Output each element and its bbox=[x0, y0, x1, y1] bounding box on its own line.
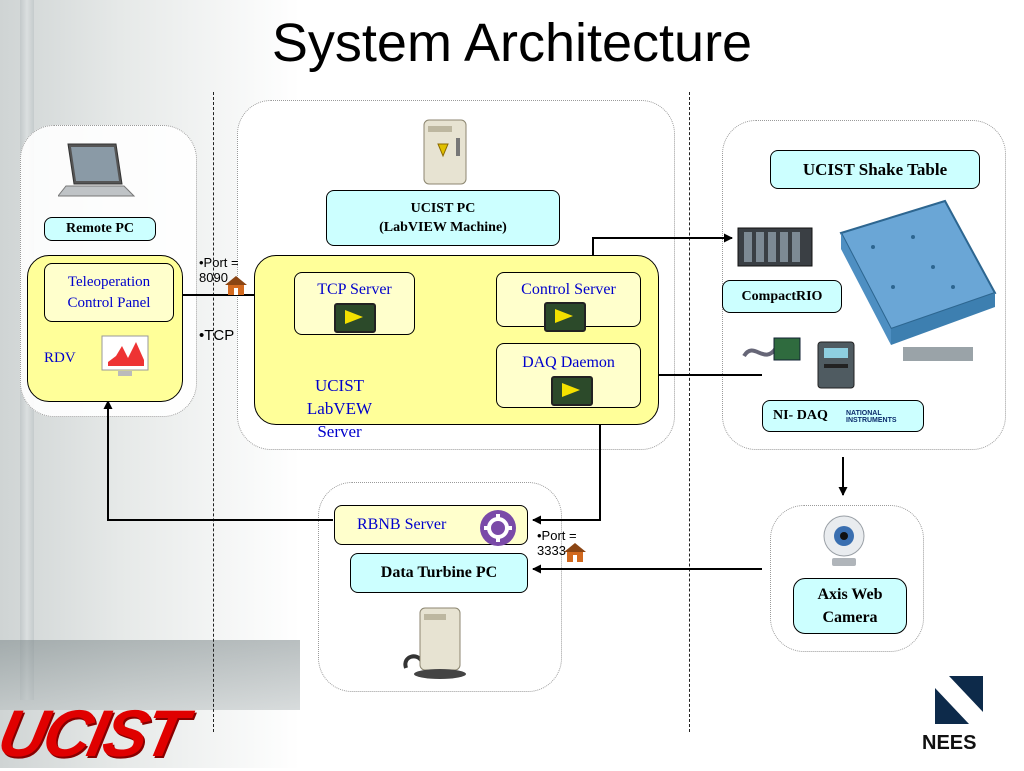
data-turbine-pc-label: Data Turbine PC bbox=[350, 553, 528, 593]
labview-vi-icon bbox=[544, 302, 586, 332]
port-3333-label: •Port = 3333 bbox=[537, 528, 577, 558]
link-daemon-rbnb bbox=[532, 408, 601, 525]
rbnb-server-label: RBNB Server bbox=[357, 516, 447, 533]
labview-vi-icon bbox=[334, 303, 376, 333]
nees-logo-n bbox=[935, 676, 983, 724]
divider-right bbox=[689, 92, 690, 732]
compactrio-label: CompactRIO bbox=[722, 280, 842, 313]
port-8090-label: •Port = 8090 bbox=[199, 255, 239, 285]
web-camera-icon bbox=[823, 515, 865, 566]
camera-line-2: Camera bbox=[822, 609, 878, 626]
national-instruments-logo: NATIONAL INSTRUMENTS bbox=[846, 410, 897, 424]
teleoperation-control-panel: Teleoperation Control Panel bbox=[44, 263, 174, 322]
panel-line-1: Teleoperation bbox=[67, 274, 151, 290]
labview-vi-icon bbox=[551, 376, 593, 406]
labview-server-line-2: Server bbox=[317, 422, 362, 441]
ucist-pc-line-1: UCIST PC bbox=[410, 201, 476, 216]
turbine-pc-icon bbox=[403, 607, 466, 679]
rdv-label: RDV bbox=[44, 350, 76, 366]
ni-logo-line-2: INSTRUMENTS bbox=[846, 417, 897, 424]
panel-line-2: Control Panel bbox=[67, 295, 151, 311]
compactrio-icon bbox=[737, 227, 813, 267]
page-title: System Architecture bbox=[271, 13, 753, 73]
daq-cable-icon bbox=[742, 337, 801, 361]
shake-table-label: UCIST Shake Table bbox=[770, 150, 980, 189]
ni-daq-text: NI- DAQ bbox=[773, 408, 828, 423]
rdv-monitor-icon bbox=[101, 335, 149, 376]
port-8090-line-1: •Port = bbox=[199, 255, 239, 270]
camera-line-1: Axis Web bbox=[817, 586, 883, 603]
ucist-pc-icon bbox=[423, 119, 467, 185]
nees-logo: NEES bbox=[922, 732, 977, 754]
tcp-protocol-label: •TCP bbox=[199, 327, 235, 344]
ni-logo-line-1: NATIONAL bbox=[846, 410, 882, 417]
port-8090-line-2: 8090 bbox=[199, 270, 228, 285]
daq-daemon-box[interactable]: DAQ Daemon bbox=[496, 343, 641, 408]
divider-left bbox=[213, 92, 214, 732]
gear-icon bbox=[480, 510, 516, 546]
labview-server-label: UCIST LabVEW Server bbox=[282, 374, 397, 443]
ucist-pc-label: UCIST PC (LabVIEW Machine) bbox=[326, 190, 560, 246]
shake-table-icon bbox=[839, 199, 997, 361]
house-icon bbox=[564, 543, 586, 562]
port-3333-line-1: •Port = bbox=[537, 528, 577, 543]
laptop-icon bbox=[58, 143, 136, 197]
tcp-server-label: TCP Server bbox=[317, 281, 392, 298]
control-server-label: Control Server bbox=[521, 281, 616, 298]
ucist-pc-line-2: (LabVIEW Machine) bbox=[379, 220, 507, 235]
axis-web-camera-label: Axis Web Camera bbox=[793, 578, 907, 634]
ucist-logo: UCIST bbox=[0, 696, 191, 770]
nees-logo-mark bbox=[935, 676, 983, 724]
link-rbnb-rdv bbox=[103, 400, 333, 521]
house-icon bbox=[225, 276, 247, 295]
daq-daemon-label: DAQ Daemon bbox=[522, 354, 615, 371]
port-3333-line-2: 3333 bbox=[537, 543, 566, 558]
ni-daq-label: NI- DAQ bbox=[762, 400, 924, 432]
background-table bbox=[0, 640, 300, 710]
ni-daq-device-icon bbox=[817, 341, 855, 389]
labview-server-line-1: UCIST LabVEW bbox=[306, 376, 373, 418]
remote-pc-label: Remote PC bbox=[44, 217, 156, 241]
